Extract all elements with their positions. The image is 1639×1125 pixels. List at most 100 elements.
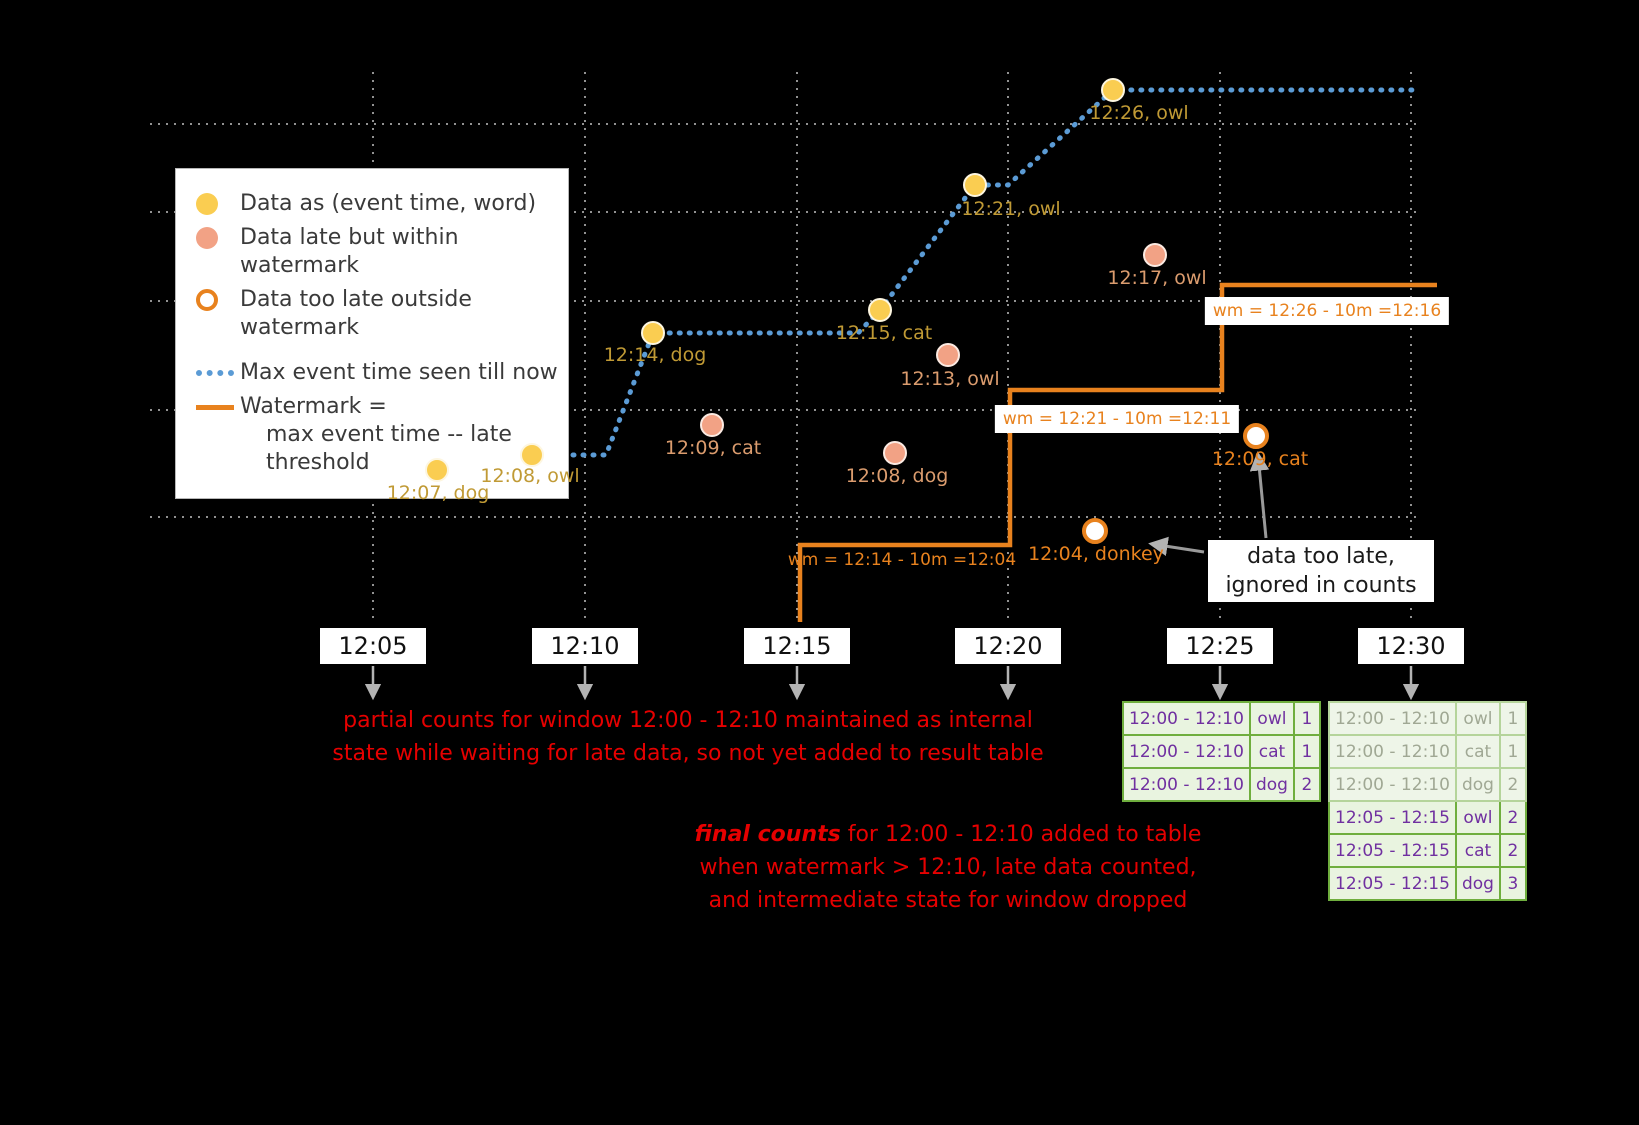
word-cell: owl <box>1248 701 1295 736</box>
data-point-too-late-label: 12:09, cat <box>1211 448 1309 470</box>
final-counts-emphasis: final counts <box>694 822 841 847</box>
axis-tick-label: 12:30 <box>1358 628 1464 664</box>
legend-item: Data as (event time, word) <box>188 190 558 218</box>
legend-item-label: Data as (event time, word) <box>240 191 537 216</box>
data-point-too-late-label: 12:04, donkey <box>1028 543 1164 565</box>
partial-counts-line: partial counts for window 12:00 - 12:10 … <box>343 708 1033 733</box>
count-cell: 3 <box>1498 866 1527 901</box>
legend-item-label: Data late but within watermark <box>240 225 459 278</box>
max-event-time-line <box>530 87 1418 458</box>
data-point-late-marker <box>700 413 724 437</box>
axis-tick-label: 12:10 <box>532 628 638 664</box>
word-cell: dog <box>1454 767 1501 802</box>
legend-item: Data too late outside watermark <box>188 286 558 342</box>
too-late-dot-icon <box>196 289 218 311</box>
watermark-line-icon <box>196 404 234 410</box>
window-cell: 12:00 - 12:10 <box>1328 767 1457 802</box>
on-time-dot-icon <box>196 193 218 215</box>
data-point-on-time-label: 12:08, owl <box>480 465 580 487</box>
callout-arrow <box>1148 536 1205 557</box>
legend-item-label: Max event time seen till now <box>240 360 558 385</box>
window-cell: 12:00 - 12:10 <box>1328 701 1457 736</box>
max-event-time-line-icon <box>196 370 234 376</box>
data-point-late-marker <box>1143 243 1167 267</box>
count-cell: 2 <box>1498 767 1527 802</box>
legend-item: Max event time seen till now <box>188 359 558 387</box>
final-counts-line-rest: for 12:00 - 12:10 added to table <box>840 822 1202 847</box>
partial-counts-note: partial counts for window 12:00 - 12:10 … <box>332 704 1043 770</box>
window-cell: 12:00 - 12:10 <box>1328 734 1457 769</box>
legend: Data as (event time, word) Data late but … <box>175 168 569 499</box>
axis-tick-label: 12:15 <box>744 628 850 664</box>
data-point-on-time-marker <box>425 458 449 482</box>
data-point-on-time-marker <box>963 173 987 197</box>
data-point-on-time-marker <box>641 321 665 345</box>
count-cell: 1 <box>1498 734 1527 769</box>
data-point-late-label: 12:17, owl <box>1107 267 1207 289</box>
watermark-value-label: wm = 12:21 - 10m =12:11 <box>994 405 1240 433</box>
too-late-callout: data too late, ignored in counts <box>1208 540 1434 602</box>
word-cell: owl <box>1454 800 1501 835</box>
data-point-on-time-label: 12:15, cat <box>835 322 933 344</box>
window-cell: 12:00 - 12:10 <box>1122 701 1251 736</box>
data-point-too-late-marker <box>1082 518 1108 544</box>
legend-item-label: Watermark = <box>240 394 387 419</box>
too-late-callout-line: data too late, <box>1247 544 1395 569</box>
data-point-on-time-marker <box>868 298 892 322</box>
late-dot-icon <box>196 227 218 249</box>
window-cell: 12:05 - 12:15 <box>1328 833 1457 868</box>
word-cell: dog <box>1454 866 1501 901</box>
data-point-late-label: 12:09, cat <box>664 437 762 459</box>
legend-item-label: Data too late outside watermark <box>240 287 472 340</box>
word-cell: owl <box>1454 701 1501 736</box>
window-cell: 12:05 - 12:15 <box>1328 800 1457 835</box>
watermark-value-label: wm = 12:26 - 10m =12:16 <box>1204 297 1450 325</box>
watermark-value-label: wm = 12:14 - 10m =12:04 <box>787 550 1017 570</box>
count-cell: 2 <box>1292 767 1321 802</box>
partial-counts-line: state while waiting for late data, so no… <box>332 741 1044 766</box>
word-cell: cat <box>1454 734 1501 769</box>
data-point-on-time-label: 12:26, owl <box>1089 102 1189 124</box>
data-point-on-time-marker <box>1101 78 1125 102</box>
watermark-line <box>797 282 1437 622</box>
final-counts-note: final counts for 12:00 - 12:10 added to … <box>695 818 1202 917</box>
data-point-too-late-marker <box>1243 423 1269 449</box>
count-cell: 2 <box>1498 800 1527 835</box>
too-late-callout-line: ignored in counts <box>1225 573 1417 598</box>
count-cell: 2 <box>1498 833 1527 868</box>
count-cell: 1 <box>1292 701 1321 736</box>
word-cell: cat <box>1248 734 1295 769</box>
legend-item: Data late but within watermark <box>188 224 558 280</box>
axis-tick-label: 12:20 <box>955 628 1061 664</box>
count-cell: 1 <box>1498 701 1527 736</box>
count-cell: 1 <box>1292 734 1321 769</box>
axis-tick-label: 12:25 <box>1167 628 1273 664</box>
window-cell: 12:05 - 12:15 <box>1328 866 1457 901</box>
legend-item: Watermark = max event time -- late thresh… <box>188 393 558 477</box>
data-point-late-marker <box>936 343 960 367</box>
data-point-late-label: 12:08, dog <box>845 465 949 487</box>
callout-arrow <box>1249 451 1270 539</box>
legend-item-sublabel: max event time -- late threshold <box>266 422 512 475</box>
data-point-on-time-label: 12:14, dog <box>603 344 707 366</box>
final-counts-line: and intermediate state for window droppe… <box>708 888 1188 913</box>
window-cell: 12:00 - 12:10 <box>1122 734 1251 769</box>
data-point-late-marker <box>883 441 907 465</box>
axis-tick-label: 12:05 <box>320 628 426 664</box>
data-point-late-label: 12:13, owl <box>900 368 1000 390</box>
data-point-on-time-marker <box>520 443 544 467</box>
final-counts-line: when watermark > 12:10, late data counte… <box>699 855 1197 880</box>
data-point-on-time-label: 12:07, dog <box>386 482 490 504</box>
word-cell: cat <box>1454 833 1501 868</box>
